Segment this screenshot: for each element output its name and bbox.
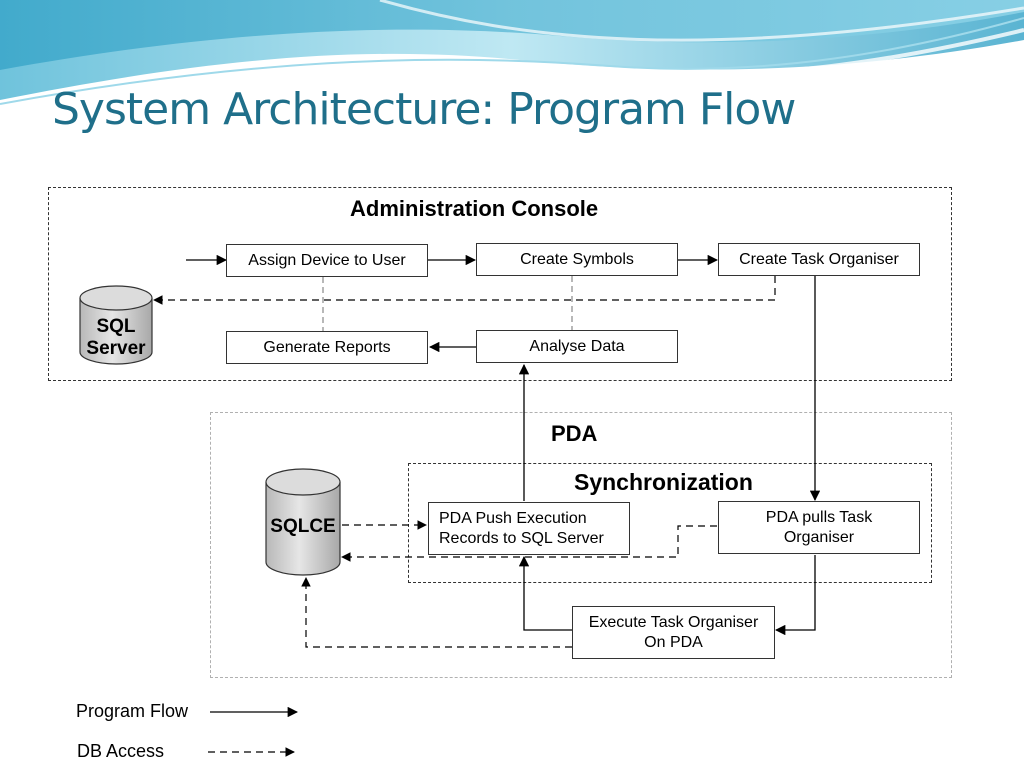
header-wave-decoration <box>0 0 1024 114</box>
pulls-to-sqlce-db-arrow <box>341 525 717 562</box>
sql-server-label: SQL Server <box>86 316 146 359</box>
pda-label: PDA <box>551 421 598 446</box>
execute-task-organiser-node: Execute Task Organiser On PDA <box>572 606 775 659</box>
execute-to-sqlce-db-arrow <box>301 577 572 648</box>
synchronization-region <box>408 463 932 583</box>
analyse-data-node: Analyse Data <box>476 330 678 363</box>
pda-pulls-node: PDA pulls Task Organiser <box>718 501 920 554</box>
assign-device-node: Assign Device to User <box>226 244 428 277</box>
pda-push-node: PDA Push Execution Records to SQL Server <box>428 502 630 555</box>
task-to-sql-server-db-arrow <box>153 276 776 305</box>
synchronization-label: Synchronization <box>574 469 753 495</box>
create-symbols-node: Create Symbols <box>476 243 678 276</box>
sqlce-label: SQLCE <box>270 516 336 537</box>
pda-region <box>210 412 952 678</box>
legend-db-access-label: DB Access <box>77 741 165 761</box>
slide-title: System Architecture: Program Flow <box>52 84 796 135</box>
legend-program-flow-label: Program Flow <box>76 701 189 721</box>
administration-console-label: Administration Console <box>350 196 599 221</box>
pulls-to-execute-arrow <box>774 555 816 636</box>
sqlce-database-icon <box>265 468 341 576</box>
create-task-organiser-node: Create Task Organiser <box>718 243 920 276</box>
sql-server-database-icon <box>79 285 153 365</box>
generate-reports-node: Generate Reports <box>226 331 428 364</box>
execute-to-push-arrow <box>518 555 572 631</box>
administration-console-region <box>48 187 952 381</box>
